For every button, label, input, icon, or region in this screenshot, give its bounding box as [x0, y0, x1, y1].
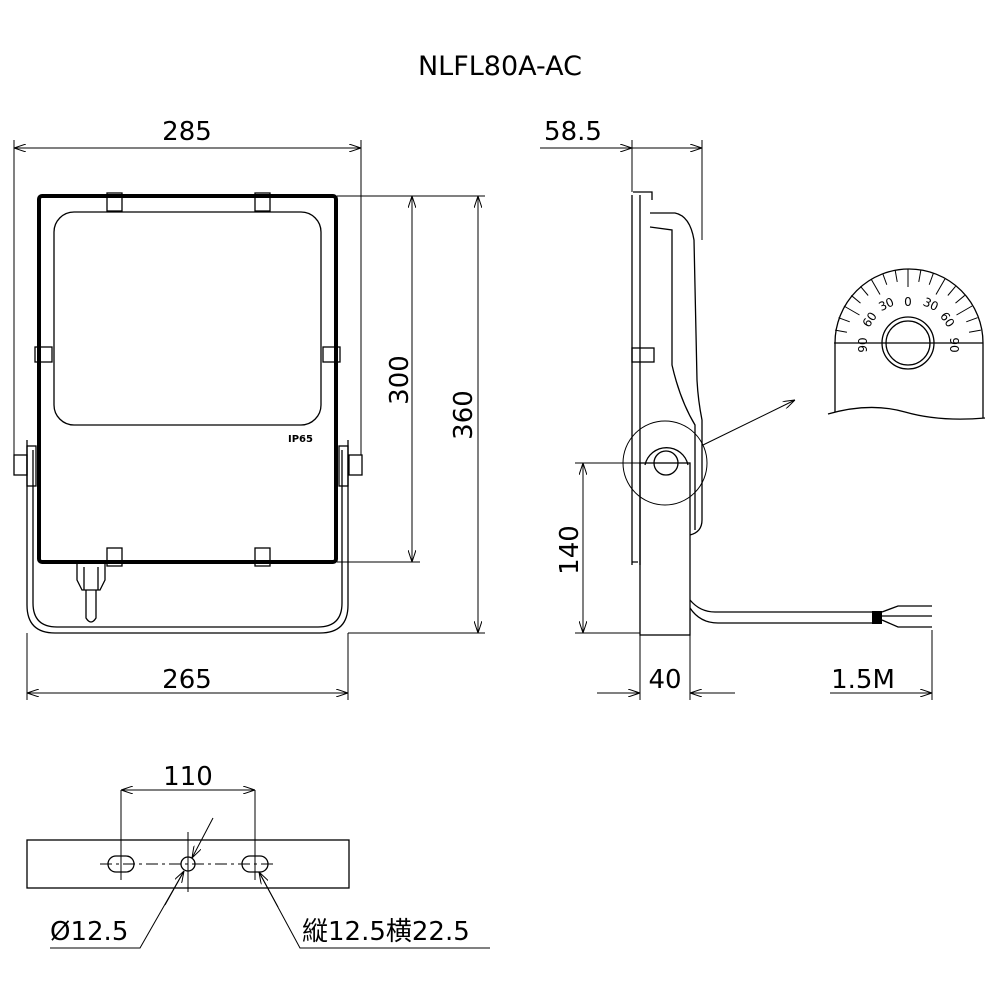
dial-tick	[860, 285, 869, 296]
dial-label-left-60: 60	[860, 309, 880, 330]
housing-frame	[37, 194, 338, 564]
mount-bracket	[639, 462, 691, 636]
tilt-angle-detail: 90 60 30 0 30 60 90	[827, 268, 986, 420]
housing-plate	[631, 191, 653, 565]
dial-tick	[935, 278, 946, 295]
dim-285: 285	[162, 117, 212, 147]
cable-wires	[881, 605, 932, 628]
dial-label-left-90: 90	[856, 337, 870, 352]
dial-tick	[850, 295, 861, 304]
dim-40: 40	[648, 665, 681, 695]
dial-tick	[894, 270, 898, 283]
dim-140: 140	[555, 525, 585, 575]
dial-tick	[882, 273, 888, 285]
side-view: 58.5 140 40 1.5M	[540, 117, 933, 700]
mounting-bracket-outer	[26, 440, 349, 634]
ip65-label: IP65	[288, 434, 313, 445]
round-hole-label: Ø12.5	[50, 917, 128, 947]
side-clip	[631, 347, 655, 363]
dim-110: 110	[163, 762, 213, 792]
detail-arrow	[702, 400, 795, 446]
dial-tick	[843, 305, 860, 316]
mounting-bracket-inner	[32, 450, 343, 628]
lens-panel	[53, 211, 322, 426]
front-view: IP65 285 300 360 265	[13, 117, 485, 700]
dial-tick	[955, 295, 966, 304]
power-cable	[689, 599, 872, 624]
frame-clips	[34, 192, 341, 567]
dim-1-5m: 1.5M	[831, 665, 895, 695]
drawing-title: NLFL80A-AC	[418, 51, 582, 82]
dim-265: 265	[162, 665, 212, 695]
slot-hole-label: 縦12.5横22.5	[302, 917, 470, 947]
cable-gland	[76, 562, 106, 591]
dial-tick	[870, 278, 881, 295]
side-bolts	[13, 445, 363, 487]
cable	[85, 590, 97, 623]
housing-body	[649, 212, 703, 536]
dial-label-center-0: 0	[904, 295, 912, 309]
dial-tick	[956, 305, 973, 316]
dial-label-right-30: 30	[921, 295, 941, 314]
dial-tick	[968, 329, 981, 333]
dial-hub-inner	[885, 320, 931, 366]
dim-300: 300	[385, 355, 415, 405]
bracket-top-view: 110 Ø12.5 縦12.5横22.5	[26, 762, 490, 949]
dial-tick	[918, 270, 922, 283]
dial-tick	[928, 273, 934, 285]
dial-tick	[947, 285, 956, 296]
dial-label-right-90: 90	[947, 337, 961, 352]
dim-360: 360	[449, 390, 479, 440]
dial-tick	[838, 317, 850, 323]
dim-58-5: 58.5	[544, 117, 602, 147]
dial-label-left-30: 30	[876, 295, 896, 314]
dial-tick	[966, 317, 978, 323]
dial-tick	[835, 329, 848, 333]
dial-hub-outer	[881, 316, 935, 370]
cable-end	[872, 611, 882, 624]
dial-label-right-60: 60	[937, 309, 957, 330]
